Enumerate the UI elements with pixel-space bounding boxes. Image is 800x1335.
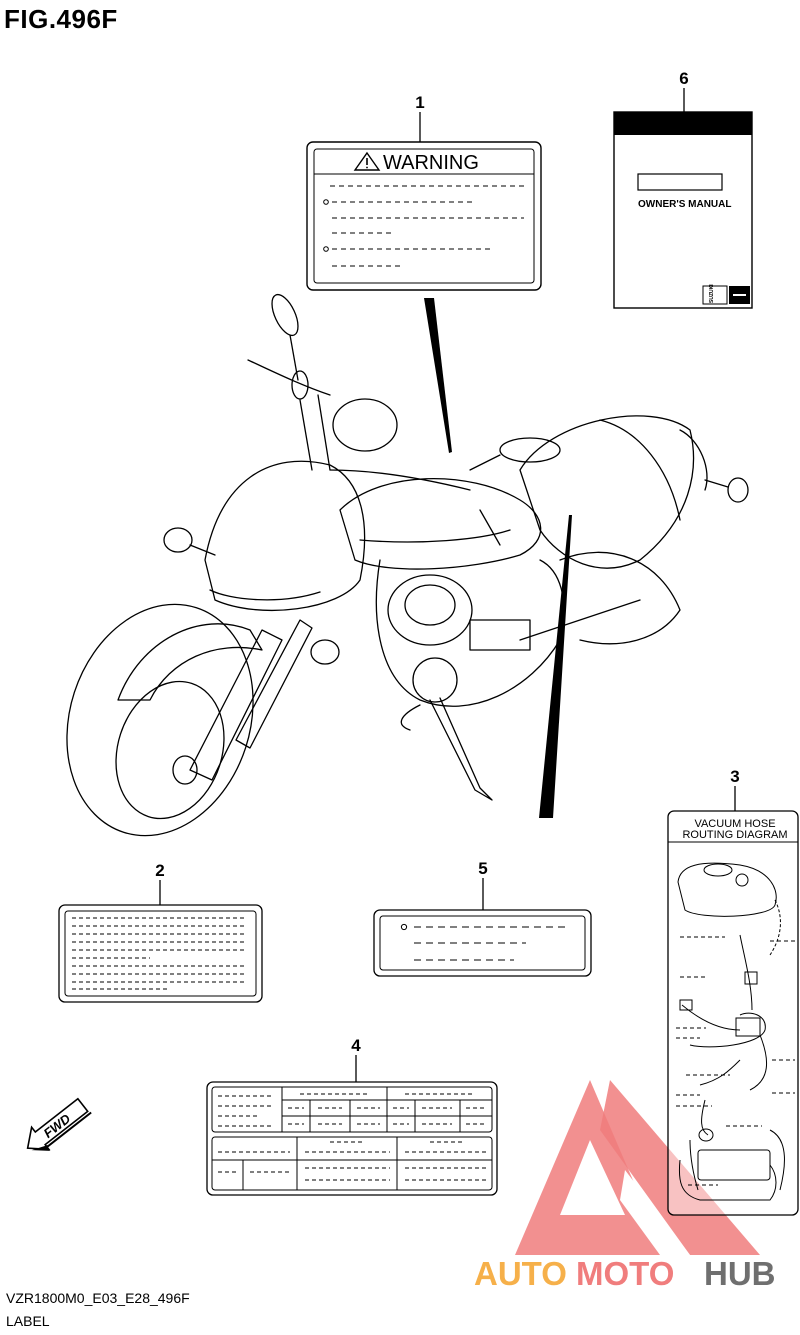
automotohub-wordmark: AUTO MOTO HUB bbox=[474, 1255, 776, 1292]
callout-5: 5 bbox=[478, 859, 487, 878]
part-5-label[interactable] bbox=[373, 878, 592, 977]
vacuum-hose-title-line2: ROUTING DIAGRAM bbox=[682, 829, 787, 841]
owners-manual-title: OWNER'S MANUAL bbox=[638, 199, 731, 210]
vacuum-hose-title-line1: VACUUM HOSE bbox=[694, 818, 775, 830]
watermark-auto: AUTO bbox=[474, 1255, 567, 1292]
figure-title: FIG.496F bbox=[4, 4, 118, 34]
callout-1: 1 bbox=[415, 93, 424, 112]
part-4-label[interactable] bbox=[206, 1055, 498, 1196]
part-1-warning-label[interactable]: WARNING bbox=[306, 112, 542, 291]
motorcycle-drawing bbox=[66, 293, 749, 837]
callout-6: 6 bbox=[679, 69, 688, 88]
part-3-vacuum-hose-label[interactable]: VACUUM HOSE ROUTING DIAGRAM bbox=[667, 786, 799, 1216]
callout-3: 3 bbox=[730, 767, 739, 786]
figure-code: VZR1800M0_E03_E28_496F bbox=[6, 1290, 190, 1306]
warning-triangle-icon bbox=[353, 151, 381, 171]
figure-label: LABEL bbox=[6, 1313, 50, 1329]
leader-part-1 bbox=[424, 298, 452, 453]
callout-4: 4 bbox=[351, 1036, 361, 1055]
fwd-arrow-icon: FWD bbox=[26, 1097, 92, 1151]
leader-part-3 bbox=[539, 515, 572, 818]
hose-routing-drawing bbox=[677, 862, 785, 1201]
warning-label-text: WARNING bbox=[383, 152, 479, 174]
suzuki-brand-text: SUZUKI bbox=[709, 284, 715, 303]
part-6-owners-manual[interactable]: OWNER'S MANUAL SUZUKI bbox=[613, 88, 753, 309]
watermark-moto: MOTO bbox=[576, 1255, 674, 1292]
watermark-hub: HUB bbox=[704, 1255, 776, 1292]
automotohub-logo bbox=[515, 1080, 760, 1255]
callout-2: 2 bbox=[155, 861, 164, 880]
part-2-label[interactable] bbox=[58, 880, 263, 1003]
